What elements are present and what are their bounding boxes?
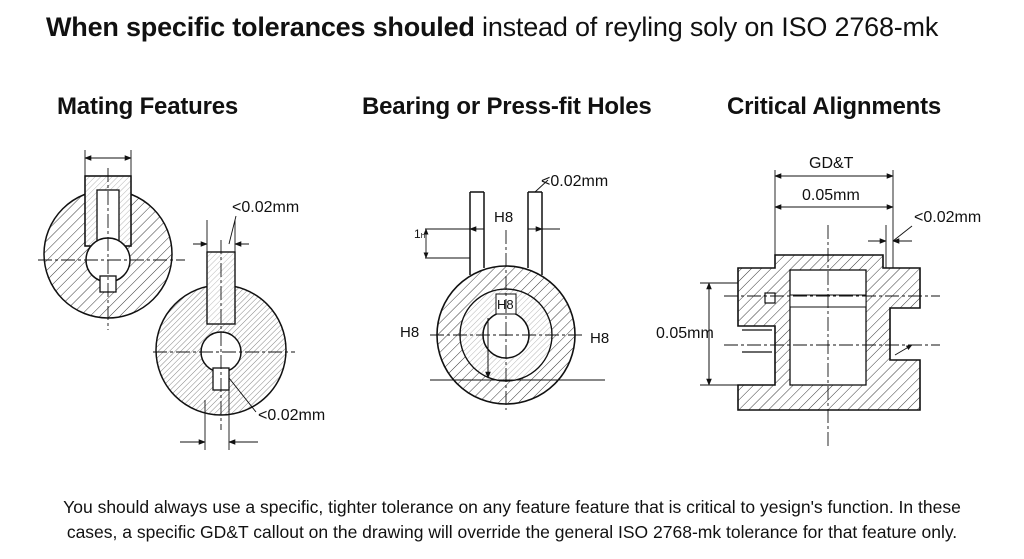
critical-tolerance: <0.02mm (914, 209, 981, 226)
mating-upper-disk (38, 150, 185, 330)
heading-critical-alignments: Critical Alignments (727, 93, 942, 120)
caption-line-1: You should always use a specific, tighte… (63, 497, 961, 517)
heading-bearing-holes: Bearing or Press-fit Holes (362, 93, 652, 120)
page-title-regular: instead of reyling soly on ISO 2768-mk (474, 12, 939, 42)
critical-gdt-label: GD&T (809, 155, 854, 172)
bearing-tolerance: <0.02mm (541, 173, 608, 190)
bearing-fit-right: H8 (590, 330, 609, 347)
mating-tolerance-top: <0.02mm (232, 199, 299, 216)
critical-dim-left: 0.05mm (656, 325, 714, 342)
bearing-drawing: <0.02mm H8 H8 H8 H8 1ₕ (400, 173, 609, 410)
caption-line-2: cases, a specific GD&T callout on the dr… (66, 522, 958, 542)
page-title: When specific tolerances shouled instead… (46, 12, 938, 43)
mating-tolerance-bottom: <0.02mm (258, 407, 325, 424)
critical-dim-top: 0.05mm (802, 187, 860, 204)
bearing-fit-left: H8 (400, 324, 419, 341)
mating-features-drawing: <0.02mm <0.02mm (38, 150, 325, 450)
critical-alignment-drawing: GD&T 0.05mm <0.02mm 0.05mm (656, 155, 981, 448)
bearing-fit-center: H8 (497, 297, 514, 312)
bearing-fit-top: H8 (494, 209, 513, 226)
page-title-bold: When specific tolerances shouled (46, 12, 475, 42)
mating-lower-disk (153, 215, 295, 450)
heading-mating-features: Mating Features (57, 93, 239, 120)
bearing-small-label: 1ₕ (414, 227, 426, 241)
